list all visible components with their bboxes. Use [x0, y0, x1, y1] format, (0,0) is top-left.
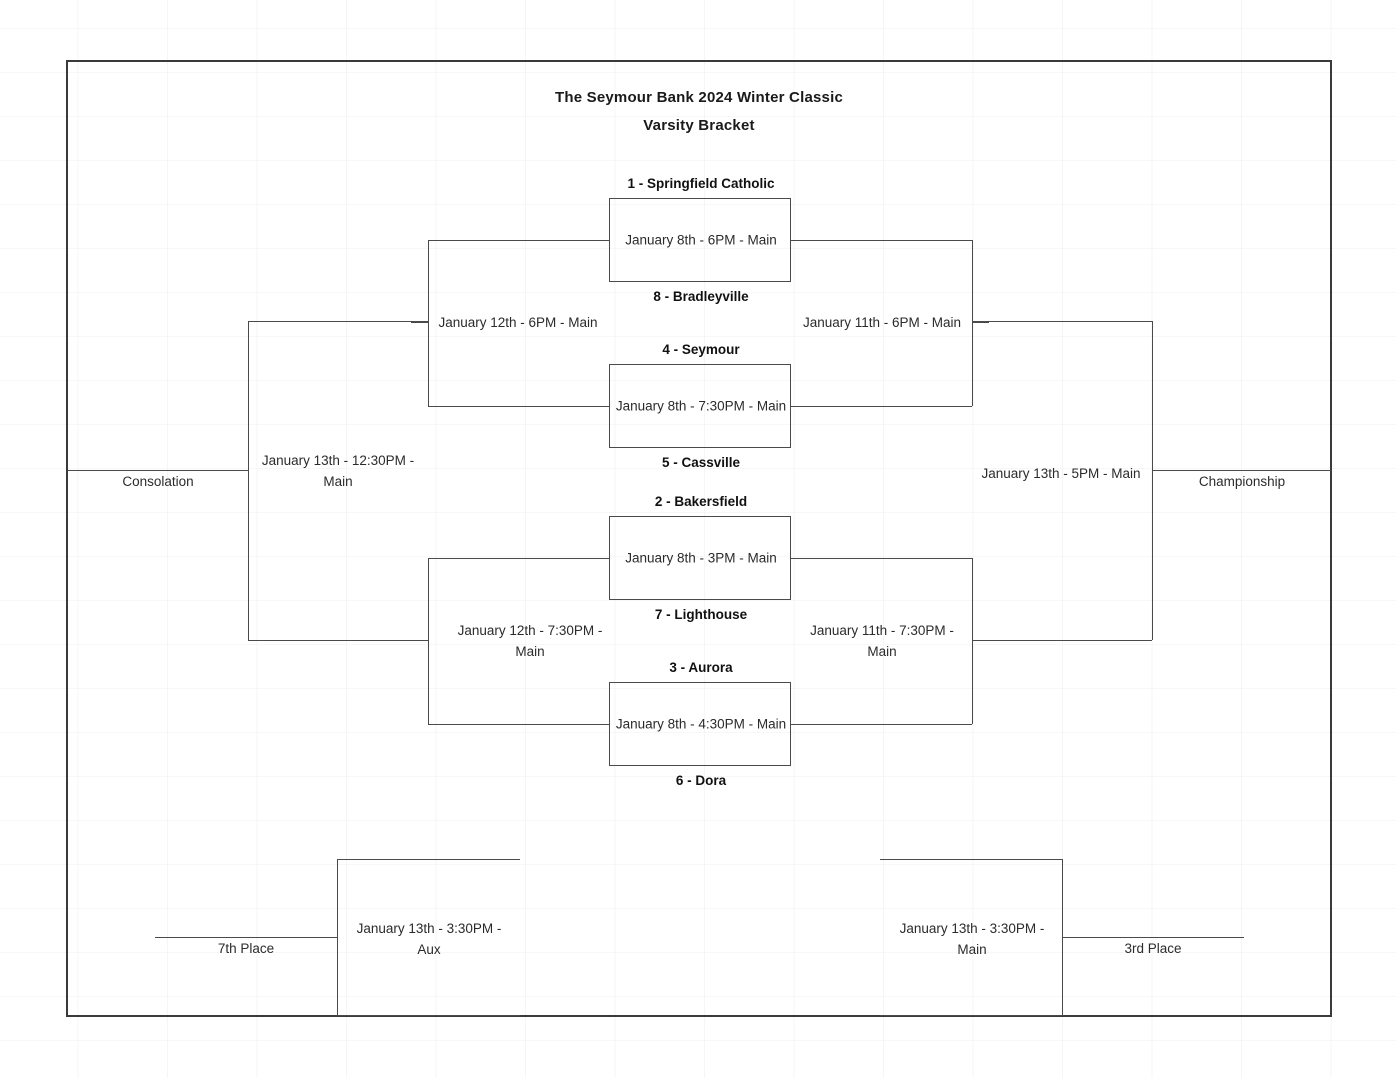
seventh-place-bottom-connector	[337, 1015, 520, 1016]
consolation-upper-stub	[411, 322, 428, 323]
consolation-lower-top-connector	[428, 558, 609, 559]
consolation-semifinal-lower-info-line2: Main	[515, 644, 545, 659]
game-4-bottom-team: 6 - Dora	[675, 773, 727, 788]
game-2-top-team: 4 - Seymour	[662, 342, 740, 357]
consolation-final-spine	[248, 321, 249, 640]
printable-frame-border	[66, 60, 1332, 1017]
semifinal-upper-spine	[972, 240, 973, 406]
third-place-bottom-connector	[880, 1015, 1063, 1016]
consolation-final-bottom-connector	[248, 640, 428, 641]
seventh-place-game-info: January 13th - 3:30PM - Aux	[341, 918, 517, 960]
championship-slot-label: Championship	[1198, 474, 1286, 489]
third-place-top-connector	[880, 859, 1063, 860]
game-box-2[interactable]: 4 - Seymour January 8th - 7:30PM - Main …	[609, 342, 791, 470]
game-3-info: January 8th - 3PM - Main	[625, 550, 777, 566]
consolation-game-info-line1: January 13th - 12:30PM -	[261, 453, 415, 468]
game-4-top-team: 3 - Aurora	[669, 660, 733, 675]
consolation-slot-label: Consolation	[122, 474, 194, 489]
game-box-3[interactable]: 2 - Bakersfield January 8th - 3PM - Main…	[609, 494, 791, 622]
semifinal-upper-bottom-connector	[791, 406, 972, 407]
consolation-upper-top-connector	[428, 240, 609, 241]
seventh-place-output-line	[155, 937, 337, 938]
consolation-final-top-connector	[248, 321, 428, 322]
third-place-output-line	[1062, 937, 1244, 938]
championship-game-info: January 13th - 5PM - Main	[981, 466, 1141, 481]
championship-output-line	[1152, 470, 1332, 471]
seventh-place-spine	[337, 859, 338, 1016]
semifinal-lower-info: January 11th - 7:30PM - Main	[782, 620, 982, 662]
consolation-game-info-line2: Main	[323, 474, 353, 489]
semifinal-lower-bottom-connector	[791, 724, 972, 725]
game-1-bottom-team: 8 - Bradleyville	[653, 289, 749, 304]
consolation-lower-bottom-connector	[428, 724, 609, 725]
consolation-game-info: January 13th - 12:30PM - Main	[252, 450, 424, 492]
semifinal-upper-info: January 11th - 6PM - Main	[802, 315, 962, 330]
seventh-place-game-info-line1: January 13th - 3:30PM -	[356, 921, 502, 936]
semifinal-upper-stub	[972, 322, 989, 323]
game-3-bottom-team: 7 - Lighthouse	[654, 607, 748, 622]
semifinal-upper-top-connector	[791, 240, 972, 241]
championship-bottom-connector	[972, 640, 1152, 641]
game-1-info: January 8th - 6PM - Main	[625, 232, 777, 248]
consolation-final-output-line	[68, 470, 248, 471]
game-4-info: January 8th - 4:30PM - Main	[615, 716, 787, 732]
third-place-game-info: January 13th - 3:30PM - Main	[884, 918, 1060, 960]
consolation-lower-spine	[428, 558, 429, 724]
consolation-semifinal-upper-info: January 12th - 6PM - Main	[438, 315, 598, 330]
semifinal-lower-spine	[972, 558, 973, 724]
semifinal-lower-info-line1: January 11th - 7:30PM -	[810, 623, 954, 638]
consolation-upper-bottom-connector	[428, 406, 609, 407]
seventh-place-top-connector	[337, 859, 520, 860]
third-place-game-info-line1: January 13th - 3:30PM -	[899, 921, 1045, 936]
game-2-bottom-team: 5 - Cassville	[661, 455, 741, 470]
consolation-upper-spine	[428, 240, 429, 406]
game-box-1[interactable]: 1 - Springfield Catholic January 8th - 6…	[609, 176, 791, 304]
page-subtitle: Varsity Bracket	[643, 117, 755, 134]
championship-top-connector	[972, 321, 1152, 322]
game-box-4[interactable]: 3 - Aurora January 8th - 4:30PM - Main 6…	[609, 660, 791, 788]
third-place-slot-label: 3rd Place	[1124, 941, 1182, 956]
semifinal-lower-top-connector	[791, 558, 972, 559]
seventh-place-game-info-line2: Aux	[417, 942, 441, 957]
consolation-semifinal-lower-info-line1: January 12th - 7:30PM -	[457, 623, 603, 638]
semifinal-lower-info-line2: Main	[867, 644, 897, 659]
consolation-semifinal-lower-info: January 12th - 7:30PM - Main	[430, 620, 630, 662]
page-title: The Seymour Bank 2024 Winter Classic	[554, 89, 843, 106]
third-place-game-info-line2: Main	[957, 942, 987, 957]
game-2-info: January 8th - 7:30PM - Main	[615, 398, 787, 414]
championship-spine	[1152, 321, 1153, 640]
game-1-top-team: 1 - Springfield Catholic	[627, 176, 775, 191]
game-3-top-team: 2 - Bakersfield	[654, 494, 748, 509]
seventh-place-slot-label: 7th Place	[217, 941, 275, 956]
